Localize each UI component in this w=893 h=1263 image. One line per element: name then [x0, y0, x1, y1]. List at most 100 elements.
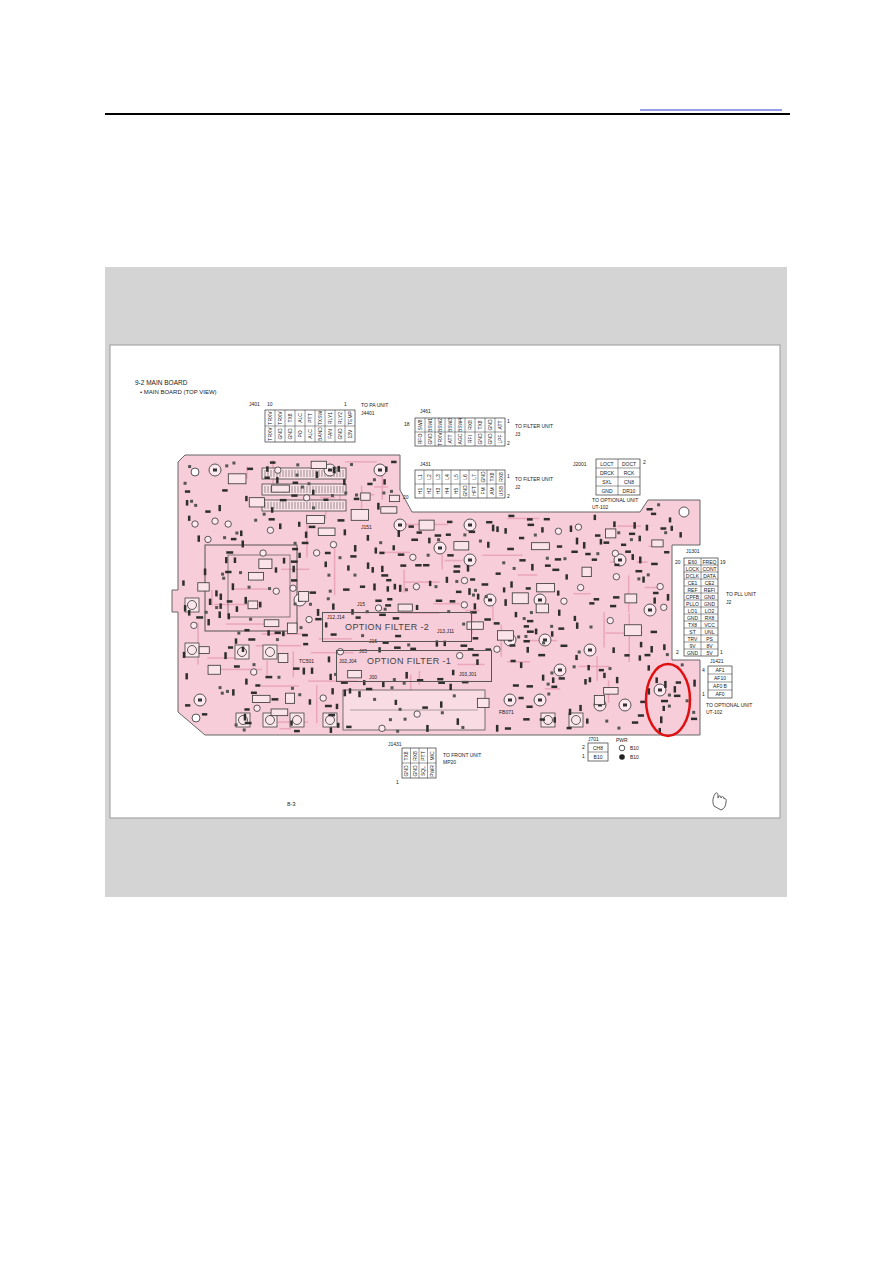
- smd-component: [222, 577, 225, 580]
- smd-component: [367, 483, 372, 486]
- smd-component: [592, 558, 597, 561]
- smd-component: [405, 672, 408, 679]
- smd-component: [349, 688, 352, 693]
- smd-component: [437, 538, 440, 541]
- pin-table: [415, 470, 505, 498]
- smd-component: [456, 591, 462, 594]
- pin-name: H4: [444, 488, 449, 494]
- smd-component: [415, 564, 421, 567]
- smd-component: [534, 534, 537, 537]
- pin-name: TX8: [688, 622, 697, 627]
- via-ring: [313, 550, 319, 556]
- smd-component: [455, 580, 458, 583]
- pin-name: RFO: [418, 434, 423, 445]
- trace: [457, 664, 484, 666]
- pin-name: USB: [498, 486, 503, 496]
- strip-pin: [277, 502, 278, 509]
- smd-component: [204, 568, 207, 575]
- smd-component: [544, 518, 550, 521]
- smd-component: [457, 718, 460, 725]
- smd-component: [392, 545, 395, 550]
- pin-name: TX8: [288, 413, 293, 422]
- trace: [334, 548, 336, 595]
- pin-name: L3: [435, 474, 440, 480]
- part-ref: J15: [356, 602, 366, 607]
- connector-label: B10: [630, 746, 639, 751]
- smd-component: [240, 531, 243, 537]
- grey-panel: [105, 267, 787, 897]
- smd-component: [540, 718, 545, 721]
- smd-component: [331, 633, 337, 636]
- ic-package: [272, 485, 290, 492]
- smd-component: [293, 667, 300, 670]
- smd-component: [569, 709, 572, 715]
- smd-component: [555, 558, 561, 561]
- smd-component: [310, 591, 316, 594]
- smd-component: [265, 676, 272, 679]
- via-ring: [555, 528, 561, 534]
- smd-component: [275, 631, 281, 634]
- trace: [596, 656, 598, 681]
- pin-name: CPFB: [686, 594, 699, 599]
- smd-component: [517, 635, 520, 638]
- smd-component: [330, 727, 333, 733]
- ic-package: [625, 594, 637, 603]
- smd-component: [377, 503, 380, 510]
- ic-package: [208, 665, 220, 674]
- smd-component: [428, 538, 431, 544]
- ic-package: [286, 693, 295, 703]
- smd-component: [657, 503, 660, 506]
- strip-pin: [331, 502, 332, 509]
- part-ref: J151: [360, 525, 373, 530]
- smd-component: [553, 717, 556, 723]
- smd-component: [639, 557, 642, 564]
- smd-component: [527, 630, 534, 633]
- pin-name: ATT: [448, 434, 453, 443]
- smd-component: [382, 491, 385, 494]
- ic-package: [351, 509, 368, 520]
- smd-component: [527, 620, 533, 623]
- smd-component: [290, 720, 293, 725]
- strip-pin: [322, 486, 323, 493]
- strip-pin: [268, 486, 269, 493]
- capacitor: [374, 464, 386, 476]
- via-ring: [577, 584, 583, 590]
- smd-component: [477, 594, 480, 600]
- smd-component: [609, 667, 612, 670]
- trace: [617, 525, 641, 527]
- smd-component: [268, 587, 271, 590]
- trimmer: [263, 645, 277, 659]
- connector-label: 2: [507, 441, 510, 446]
- smd-component: [664, 551, 669, 554]
- smd-component: [557, 545, 562, 548]
- pin-name: L1: [417, 474, 422, 480]
- smd-component: [398, 553, 404, 556]
- smd-component: [291, 560, 298, 563]
- smd-component: [613, 521, 616, 527]
- smd-component: [452, 670, 455, 675]
- ic-package: [198, 583, 209, 591]
- smd-component: [317, 609, 320, 616]
- capacitor: [504, 694, 516, 706]
- smd-component: [565, 574, 568, 579]
- pin-name: GND: [488, 419, 493, 430]
- smd-component: [647, 508, 653, 511]
- capacitor: [539, 634, 551, 646]
- part-ref: J03,J01: [458, 672, 478, 677]
- pin-name: RFI: [468, 435, 473, 443]
- smd-component: [485, 595, 488, 598]
- pin-name: HFT: [471, 486, 476, 496]
- pin-name: E60: [688, 559, 697, 564]
- smd-component: [353, 574, 356, 577]
- ic-package: [199, 647, 209, 654]
- pin-name: FREQ: [703, 559, 717, 564]
- via-ring: [275, 467, 281, 473]
- strip-pin: [289, 470, 290, 477]
- smd-component: [226, 551, 233, 554]
- strip-pin: [319, 486, 320, 493]
- smd-component: [202, 713, 207, 716]
- smd-component: [227, 600, 233, 603]
- smd-component: [519, 559, 525, 562]
- trace: [636, 561, 647, 563]
- smd-component: [435, 534, 442, 537]
